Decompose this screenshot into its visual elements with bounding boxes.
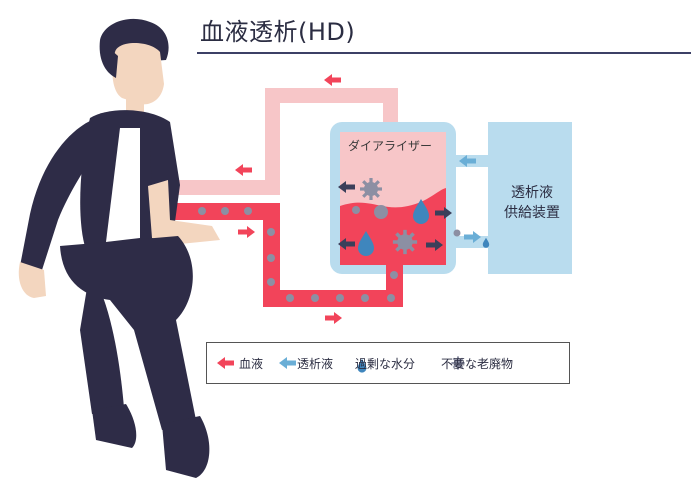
waste-particle: [352, 206, 360, 214]
legend: 血液 透析液 過剰な水分 不要な老廃物: [206, 342, 570, 384]
waste-gear-icon: [392, 229, 418, 255]
legend-item-waste: 不要な老廃物: [441, 355, 513, 372]
dialysate-supply-label-line1: 透析液: [511, 185, 553, 201]
waste-particle: [374, 205, 388, 219]
title-underline: [197, 52, 691, 54]
page-title: 血液透析(HD): [200, 18, 356, 46]
blood-flow-arrow: [324, 74, 341, 86]
person-illustration: [18, 18, 220, 478]
dialyzer-label: ダイアライザー: [348, 139, 433, 153]
legend-label-blood: 血液: [239, 356, 264, 371]
blood-return-line: [165, 88, 398, 195]
blood-flow-arrow: [235, 164, 252, 176]
legend-label-waste: 不要な老廃物: [441, 356, 514, 371]
blood-flow-arrow: [325, 312, 342, 324]
legend-label-dialysate: 透析液: [297, 356, 334, 371]
legend-label-excess-water: 過剰な水分: [355, 356, 416, 371]
waste-particle: [453, 229, 461, 237]
legend-item-excess-water: 過剰な水分: [355, 355, 415, 372]
dialysate-supply-label: 透析液 供給装置: [492, 183, 572, 223]
legend-item-dialysate: 透析液: [297, 355, 333, 372]
dialysate-supply-label-line2: 供給装置: [504, 205, 560, 221]
waste-gear-icon: [360, 178, 382, 200]
dialysate-supply-unit: [488, 122, 572, 274]
legend-item-blood: 血液: [239, 355, 263, 372]
blood-cells: [198, 207, 398, 302]
blood-flow-arrow: [238, 226, 255, 238]
